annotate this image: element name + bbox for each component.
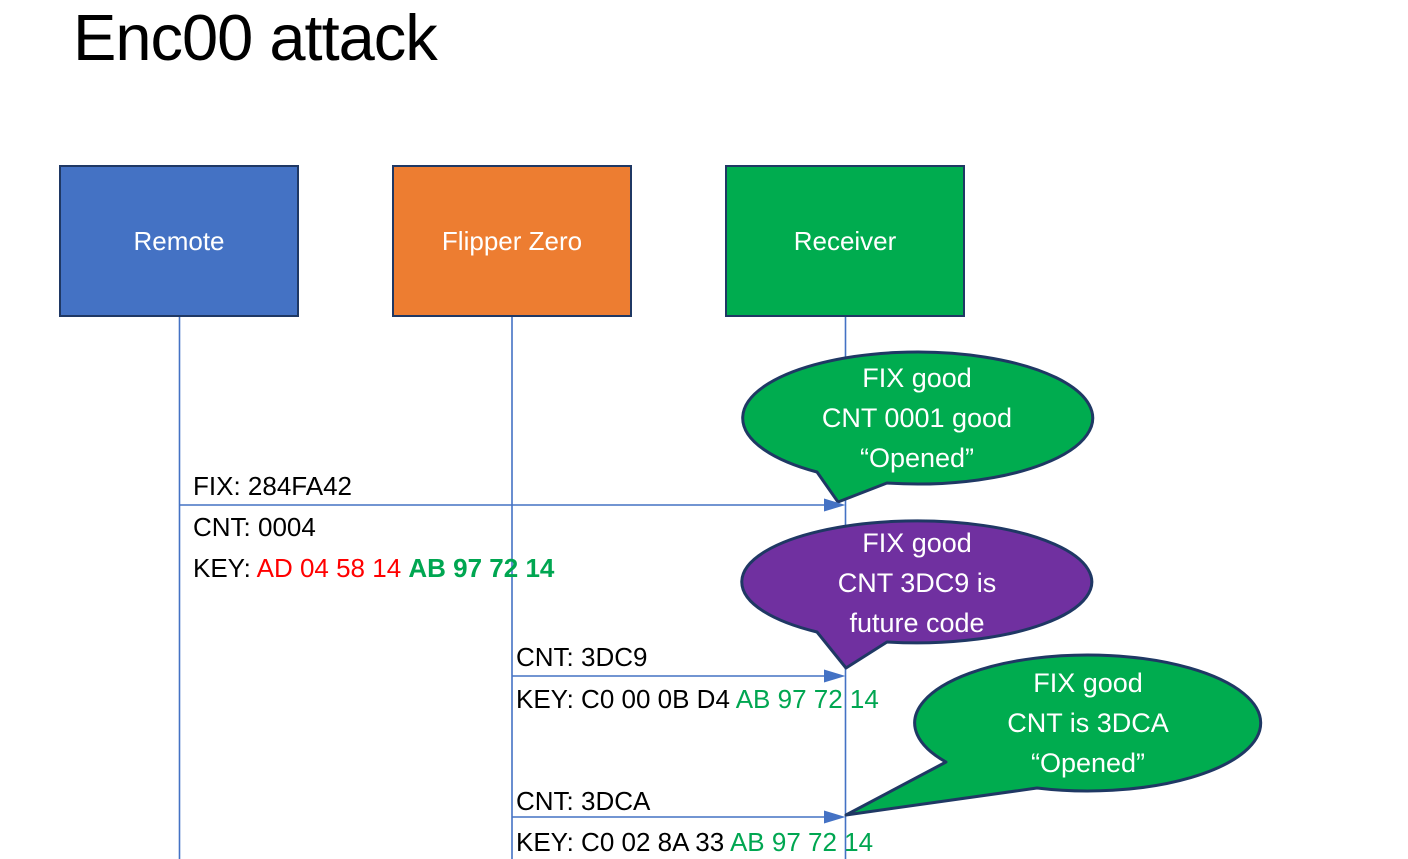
message2-key-green-bytes: AB 97 72 14 [735,684,879,714]
message1-key-label: KEY: AD 04 58 14 AB 97 72 14 [193,553,554,583]
message2-key-prefix: KEY: C0 00 0B D4 [516,684,736,714]
bubble3-text: FIX good CNT is 3DCA “Opened” [915,656,1261,790]
actor-box-flipper-zero: Flipper Zero [392,165,632,317]
actor-box-remote: Remote [59,165,299,317]
message-arrow-2 [512,669,846,683]
actor-box-receiver: Receiver [725,165,965,317]
actor-label-remote: Remote [133,225,225,256]
speech-bubble-1-green [741,350,1095,504]
actor-label-flipper-zero: Flipper Zero [441,225,583,256]
bubble3-line3: “Opened” [1030,748,1146,778]
message3-key-prefix: KEY: C0 02 8A 33 [516,827,730,857]
message1-fix-label: FIX: 284FA42 [193,471,352,501]
message-arrow-3 [512,810,846,824]
bubble2-line1: FIX good [862,527,972,558]
bubble3-line2: CNT is 3DCA [1007,708,1169,738]
bubble2-text: FIX good CNT 3DC9 is future code [742,522,1092,643]
message1-key-prefix: KEY: [193,553,257,583]
message1-key-red-bytes: AD 04 58 14 [256,553,409,583]
message3-cnt-label: CNT: 3DCA [516,786,651,816]
bubble2-line2: CNT 3DC9 is [837,567,997,598]
bubble1-line3: “Opened” [859,443,975,473]
message-arrow-1 [179,498,846,512]
message-arrow-3-head [824,810,846,824]
page-title: Enc00 attack [73,1,438,74]
bubble1-text: FIX good CNT 0001 good “Opened” [742,353,1092,483]
speech-bubble-3-green [844,653,1263,817]
message2-key-label: KEY: C0 00 0B D4 AB 97 72 14 [516,684,879,714]
speech-bubble-2-purple [740,519,1094,670]
message3-key-label: KEY: C0 02 8A 33 AB 97 72 14 [516,827,873,857]
bubble1-line1: FIX good [862,363,972,393]
actor-label-receiver: Receiver [793,225,897,256]
message3-key-green-bytes: AB 97 72 14 [729,827,874,857]
message-arrow-1-head [824,498,846,512]
message1-key-green-bytes: AB 97 72 14 [408,553,555,583]
bubble1-line2: CNT 0001 good [821,403,1013,433]
message-arrow-2-head [824,669,846,683]
message2-cnt-label: CNT: 3DC9 [516,642,648,672]
bubble2-line3: future code [849,607,985,638]
bubble3-line1: FIX good [1033,668,1143,698]
message1-cnt-label: CNT: 0004 [193,512,316,542]
